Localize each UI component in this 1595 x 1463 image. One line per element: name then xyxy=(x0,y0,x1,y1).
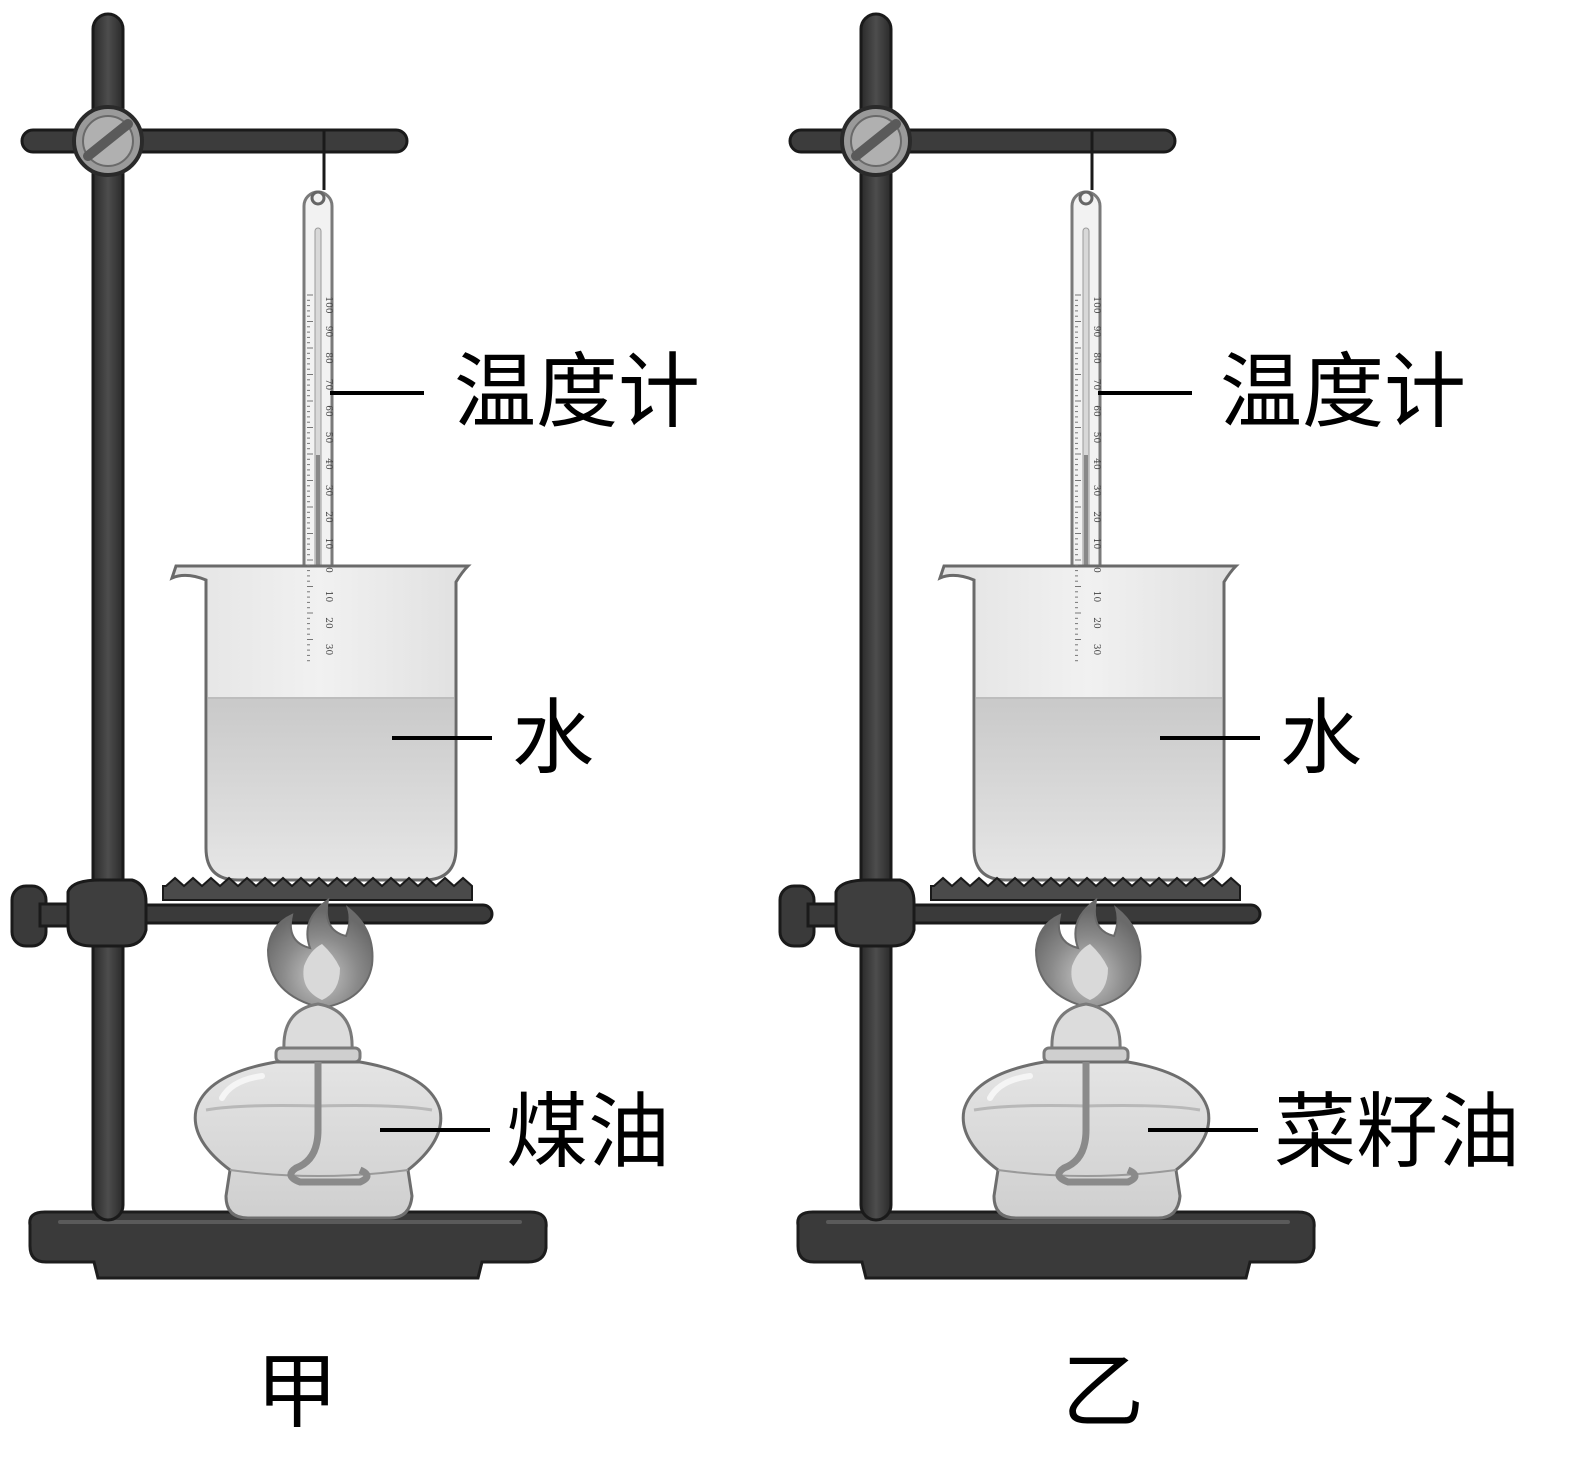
fuel-label-jia: 煤油 xyxy=(506,1085,670,1180)
thermometer-tick-label: 60 xyxy=(1091,405,1101,417)
thermometer-tick-label: 100 xyxy=(323,296,333,313)
thermometer-tick-label: 40 xyxy=(1091,458,1101,470)
thermometer-tick-label: 20 xyxy=(1091,511,1101,523)
caption-jia: 甲 xyxy=(256,1345,338,1440)
thermometer-tick-label: 20 xyxy=(323,511,333,523)
thermometer-tick-label: 10 xyxy=(323,591,333,603)
thermometer-tick-label: 80 xyxy=(1091,352,1101,364)
thermometer-tick-label: 30 xyxy=(323,644,333,656)
iron-stand-jia xyxy=(12,14,546,1278)
thermometer-tick-label: 30 xyxy=(1091,644,1101,656)
water-label-yi: 水 xyxy=(1280,691,1362,786)
thermometer-tick-label: 10 xyxy=(323,538,333,550)
thermometer-label-jia: 温度计 xyxy=(454,345,700,440)
thermometer-tick-label: 20 xyxy=(323,617,333,629)
thermometer-tick-label: 40 xyxy=(323,458,333,470)
thermometer-tick-label: 0 xyxy=(323,567,333,573)
iron-stand-yi xyxy=(780,14,1314,1278)
thermometer-tick-label: 30 xyxy=(323,485,333,497)
thermometer-tick-label: 50 xyxy=(1091,432,1101,444)
thermometer-tick-label: 10 xyxy=(1091,591,1101,603)
thermometer-tick-label: 20 xyxy=(1091,617,1101,629)
thermometer-tick-label: 80 xyxy=(323,352,333,364)
thermometer-tick-label: 100 xyxy=(1091,296,1101,313)
water-label-jia: 水 xyxy=(512,691,594,786)
thermometer-tick-label: 90 xyxy=(323,326,333,338)
thermometer-tick-label: 30 xyxy=(1091,485,1101,497)
thermometer-tick-label: 70 xyxy=(323,379,333,391)
thermometer-tick-label: 10 xyxy=(1091,538,1101,550)
thermometer-tick-label: 90 xyxy=(1091,326,1101,338)
caption-yi: 乙 xyxy=(1062,1345,1144,1440)
thermometer-label-yi: 温度计 xyxy=(1220,345,1466,440)
thermometer-tick-label: 70 xyxy=(1091,379,1101,391)
thermometer-tick-label: 50 xyxy=(323,432,333,444)
fuel-label-yi: 菜籽油 xyxy=(1274,1085,1520,1180)
thermometer-tick-label: 60 xyxy=(323,405,333,417)
thermometer-tick-label: 0 xyxy=(1091,567,1101,573)
